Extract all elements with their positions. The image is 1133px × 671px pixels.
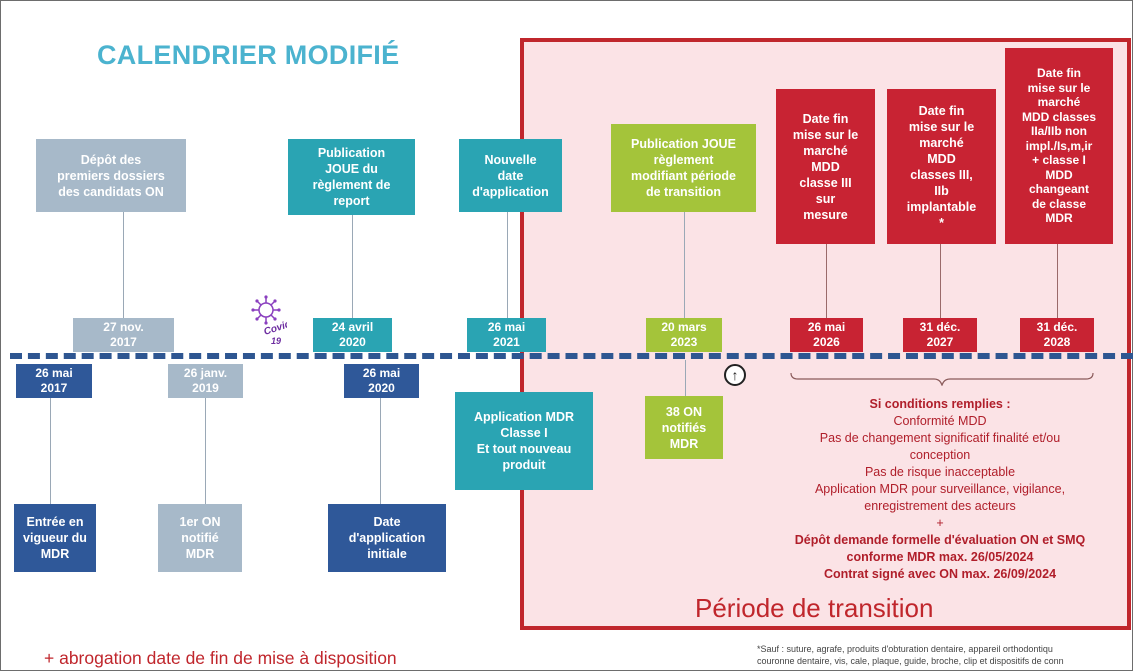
condition-bold-line: conforme MDR max. 26/05/2024 [846,550,1034,564]
connector-premier-on [205,398,206,504]
event-label-fin-classe3-mesure: Date fin mise sur le marché MDD classe I… [776,89,875,244]
conditions-brace [790,372,1094,386]
event-date-nouvelle-date: 26 mai 2021 [467,318,546,352]
event-label-date-initiale: Date d'application initiale [328,504,446,572]
svg-text:19: 19 [271,336,281,345]
connector-publication-report [352,215,353,318]
event-label-publication-report: Publication JOUE du règlement de report [288,139,415,215]
up-arrow-circle-icon: ↑ [724,364,746,386]
event-date-publication-report: 24 avril 2020 [313,318,392,352]
event-date-entree-vigueur: 26 mai 2017 [16,364,92,398]
event-label-on-notifies: 38 ON notifiés MDR [645,396,723,459]
connector-entree-vigueur [50,398,51,504]
connector-fin-classe3-mesure [826,244,827,318]
condition-line: conception [909,448,971,462]
connector-on-notifies [685,360,686,396]
event-date-depot: 27 nov. 2017 [73,318,174,352]
condition-line: Pas de risque inacceptable [864,465,1016,479]
event-label-nouvelle-date: Nouvelle date d'application [459,139,562,212]
event-label-entree-vigueur: Entrée en vigueur du MDR [14,504,96,572]
event-label-publication-transition: Publication JOUE règlement modifiant pér… [611,124,756,212]
connector-depot [123,212,124,318]
event-date-premier-on: 26 janv. 2019 [168,364,243,398]
transition-conditions: Si conditions remplies : Conformité MDD … [765,396,1115,583]
abrogation-footnote: + abrogation date de fin de mise à dispo… [44,648,397,668]
page-title: CALENDRIER MODIFIÉ [97,40,400,70]
event-label-premier-on: 1er ON notifié MDR [158,504,242,572]
connector-date-initiale [380,398,381,504]
event-date-fin-classe2: 31 déc. 2028 [1020,318,1094,352]
timeline-axis [10,353,1133,359]
condition-bold-line: Contrat signé avec ON max. 26/09/2024 [823,567,1057,581]
connector-publication-transition [684,212,685,318]
connector-fin-classe2 [1057,244,1058,318]
covid-virus-icon: Covid 19 [251,295,287,345]
condition-line: Pas de changement significatif finalité … [819,431,1061,445]
asterisk-note-line: *Sauf : suture, agrafe, produits d'obtur… [757,644,1053,654]
connector-fin-classe3-implantable [940,244,941,318]
event-date-publication-transition: 20 mars 2023 [646,318,722,352]
transition-period-label: Période de transition [695,593,934,623]
event-date-fin-classe3-mesure: 26 mai 2026 [790,318,863,352]
event-date-date-initiale: 26 mai 2020 [344,364,419,398]
condition-bold-line: Dépôt demande formelle d'évaluation ON e… [794,533,1086,547]
conditions-heading: Si conditions remplies : [869,397,1011,411]
event-label-application-mdr: Application MDR Classe I Et tout nouveau… [455,392,593,490]
connector-nouvelle-date [507,212,508,318]
condition-line: Application MDR pour surveillance, vigil… [814,482,1066,496]
event-label-fin-classe2: Date fin mise sur le marché MDD classes … [1005,48,1113,244]
event-label-depot: Dépôt des premiers dossiers des candidat… [36,139,186,212]
condition-line: Conformité MDD [893,414,987,428]
event-label-fin-classe3-implantable: Date fin mise sur le marché MDD classes … [887,89,996,244]
event-date-fin-classe3-implantable: 31 déc. 2027 [903,318,977,352]
asterisk-note-line: couronne dentaire, vis, cale, plaque, gu… [757,656,1064,666]
condition-line: enregistrement des acteurs [864,499,1016,513]
condition-line: + [936,516,944,530]
asterisk-note: *Sauf : suture, agrafe, produits d'obtur… [757,643,1133,667]
